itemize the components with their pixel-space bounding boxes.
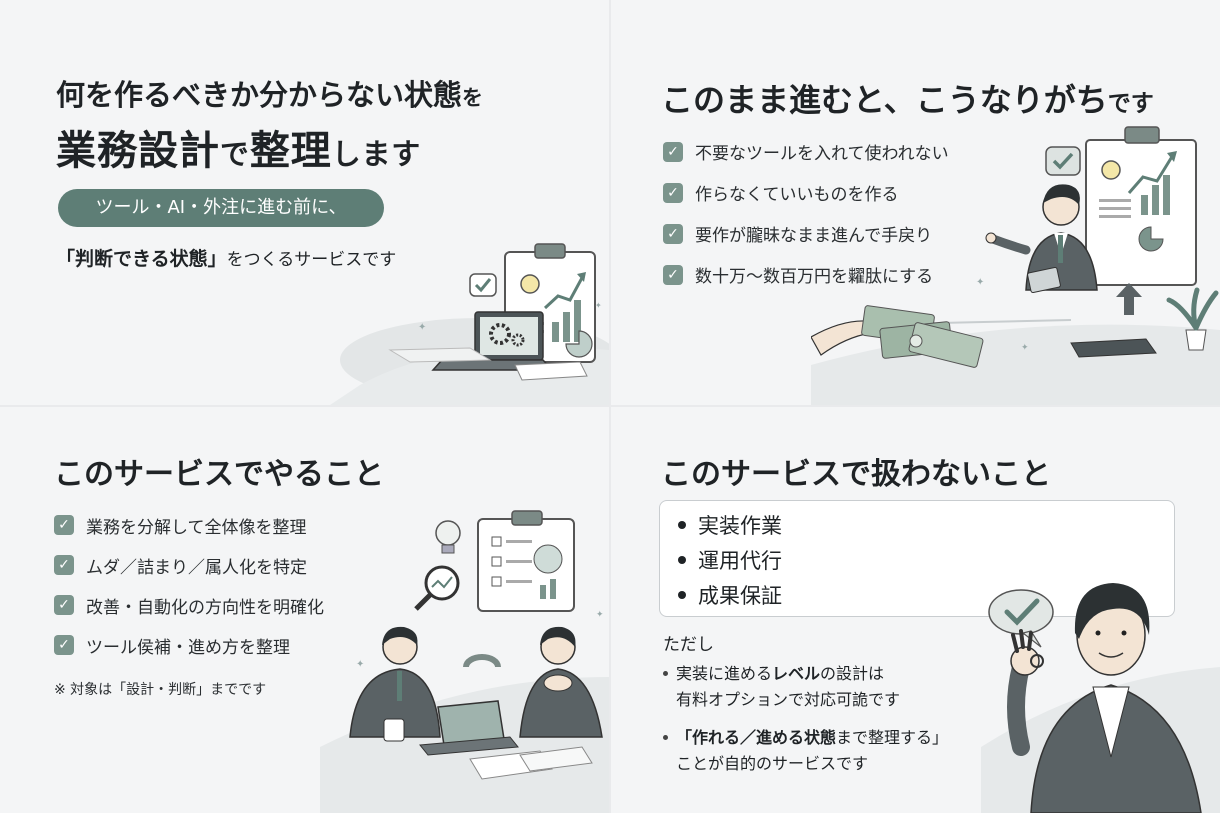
however-notes: 実装に進めるレベルの設計は有料オプションで対応可詭です 「作れる／進める状態まで… xyxy=(663,661,948,789)
note2-line2: ことが自的のサービスです xyxy=(676,754,869,773)
intro-subtitle-emphasis: 「判断できる状態」 xyxy=(56,248,227,270)
intro-title-line1-particle: を xyxy=(462,86,483,110)
bullet-icon xyxy=(678,555,686,564)
list-item-label: 不要なツールを入れて使われない xyxy=(695,144,949,164)
check-icon: ✓ xyxy=(663,264,683,285)
check-icon: ✓ xyxy=(663,182,683,203)
intro-title-line2: 業務設計で整理します xyxy=(56,118,421,176)
list-item-label: ムダ／詰まり／属人化を特定 xyxy=(86,557,307,578)
presenter-money-illustration: ✦ ✦ xyxy=(811,126,1220,405)
excluded-list: 実装作業 運用代行 成果保証 xyxy=(678,507,1174,612)
note-text: 実装に進めるレベルの設計は有料オプションで対応可詭です xyxy=(676,661,900,713)
list-item: 「作れる／進める状態まで整理する」ことが自的のサービスです xyxy=(663,725,948,777)
list-item-label: 運用代行 xyxy=(698,548,782,573)
svg-text:✦: ✦ xyxy=(418,322,426,333)
risks-checklist: ✓ 不要なツールを入れて使われない ✓ 作らなくていいものを作る ✓ 要作が朧昧なまま… xyxy=(663,131,949,295)
note1-part-b: の設計は xyxy=(820,664,885,683)
list-item: 実装に進めるレベルの設計は有料オプションで対応可詭です xyxy=(663,661,948,713)
list-item: ✓ 要作が朧昧なまま進んで手戻り xyxy=(663,213,949,254)
list-item-label: 改善・自動化の方向性を明確化 xyxy=(86,597,324,618)
panel-out-of-scope: このサービスで扱わないこと 実装作業 運用代行 成果保証 ただし 実装に進めるレ… xyxy=(611,407,1220,813)
list-item: ✓ 業務を分解して全体像を整理 xyxy=(54,505,324,545)
intro-title-line1: 何を作るべきか分からない状態を xyxy=(56,72,483,114)
risks-title-suffix: です xyxy=(1107,91,1154,117)
note1-part-a: 実装に進める xyxy=(676,664,773,683)
check-icon: ✓ xyxy=(663,141,683,162)
check-icon: ✓ xyxy=(54,595,74,615)
excluded-items-box: 実装作業 運用代行 成果保証 xyxy=(659,500,1175,617)
note1-emphasis: レベル xyxy=(772,664,821,683)
scope-title: このサービスでやること xyxy=(54,457,384,492)
note2-part-a: まで整理する」 xyxy=(836,728,949,747)
intro-title-keyword1: 業務設計 xyxy=(56,128,220,174)
however-label: ただし xyxy=(663,635,714,655)
panel-intro: 何を作るべきか分からない状態を 業務設計で整理します ツール・AI・外注に進む前… xyxy=(0,0,609,405)
svg-text:✦: ✦ xyxy=(976,277,984,288)
svg-text:✦: ✦ xyxy=(356,659,364,670)
list-item: ✓ ムダ／詰まり／属人化を特定 xyxy=(54,545,324,585)
risks-title: このまま進むと、こうなりがちです xyxy=(661,75,1154,121)
scope-checklist: ✓ 業務を分解して全体像を整理 ✓ ムダ／詰まり／属人化を特定 ✓ 改善・自動化の方向… xyxy=(54,505,324,665)
check-icon: ✓ xyxy=(663,223,683,244)
list-item: ✓ 改善・自動化の方向性を明確化 xyxy=(54,585,324,625)
intro-title-line1-main: 何を作るべきか分からない状態 xyxy=(56,78,463,112)
svg-text:✦: ✦ xyxy=(596,610,604,620)
check-icon: ✓ xyxy=(54,635,74,655)
note1-line2: 有料オプションで対応可詭です xyxy=(676,690,901,709)
intro-subtitle: 「判断できる状態」をつくるサービスです xyxy=(56,244,396,271)
bullet-icon xyxy=(678,590,686,599)
note-text: 「作れる／進める状態まで整理する」ことが自的のサービスです xyxy=(676,725,948,777)
panel-risks: このまま進むと、こうなりがちです ✓ 不要なツールを入れて使われない ✓ 作らなくて… xyxy=(611,0,1220,405)
list-item: ✓ ツール侯補・進め方を整理 xyxy=(54,625,324,665)
scope-note: ※ 対象は「設計・判断」までです xyxy=(54,682,267,698)
list-item: ✓ 作らなくていいものを作る xyxy=(663,172,949,213)
list-item-label: 実装作業 xyxy=(698,513,782,538)
intro-title-particle: で xyxy=(220,137,250,171)
bullet-icon xyxy=(663,735,668,740)
list-item: ✓ 数十万〜数百万円を糶肽にする xyxy=(663,254,949,295)
risks-title-main: このまま進むと、こうなりがち xyxy=(661,81,1108,119)
laptop-clipboard-illustration: ✦ ✦ xyxy=(330,243,609,405)
out-of-scope-title: このサービスで扱わないこと xyxy=(661,457,1051,492)
list-item-label: 数十万〜数百万円を糶肽にする xyxy=(695,267,934,287)
check-icon: ✓ xyxy=(54,515,74,535)
list-item-label: 要作が朧昧なまま進んで手戻り xyxy=(695,226,933,246)
check-icon: ✓ xyxy=(54,555,74,575)
list-item: 運用代行 xyxy=(678,542,1174,577)
intro-title-suffix: します xyxy=(331,137,422,171)
intro-pill-badge: ツール・AI・外注に進む前に、 xyxy=(58,189,384,227)
list-item: ✓ 不要なツールを入れて使われない xyxy=(663,131,949,172)
svg-text:✦: ✦ xyxy=(1021,343,1029,353)
list-item: 実装作業 xyxy=(678,507,1174,542)
list-item-label: ツール侯補・進め方を整理 xyxy=(86,637,290,658)
svg-text:✦: ✦ xyxy=(595,301,602,310)
list-item-label: 成果保証 xyxy=(698,583,782,608)
note2-emphasis: 「作れる／進める状態 xyxy=(676,728,837,747)
list-item-label: 作らなくていいものを作る xyxy=(695,185,899,205)
bullet-icon xyxy=(678,520,686,529)
list-item-label: 業務を分解して全体像を整理 xyxy=(86,517,307,538)
ok-gesture-person-illustration xyxy=(981,583,1220,813)
intro-subtitle-rest: をつくるサービスです xyxy=(226,250,397,270)
list-item: 成果保証 xyxy=(678,577,1174,612)
meeting-illustration: ✦ ✦ xyxy=(320,510,609,813)
intro-title-keyword2: 整理 xyxy=(249,128,332,174)
panel-scope: このサービスでやること ✓ 業務を分解して全体像を整理 ✓ ムダ／詰まり／属人化を特… xyxy=(0,407,609,813)
bullet-icon xyxy=(663,671,668,676)
